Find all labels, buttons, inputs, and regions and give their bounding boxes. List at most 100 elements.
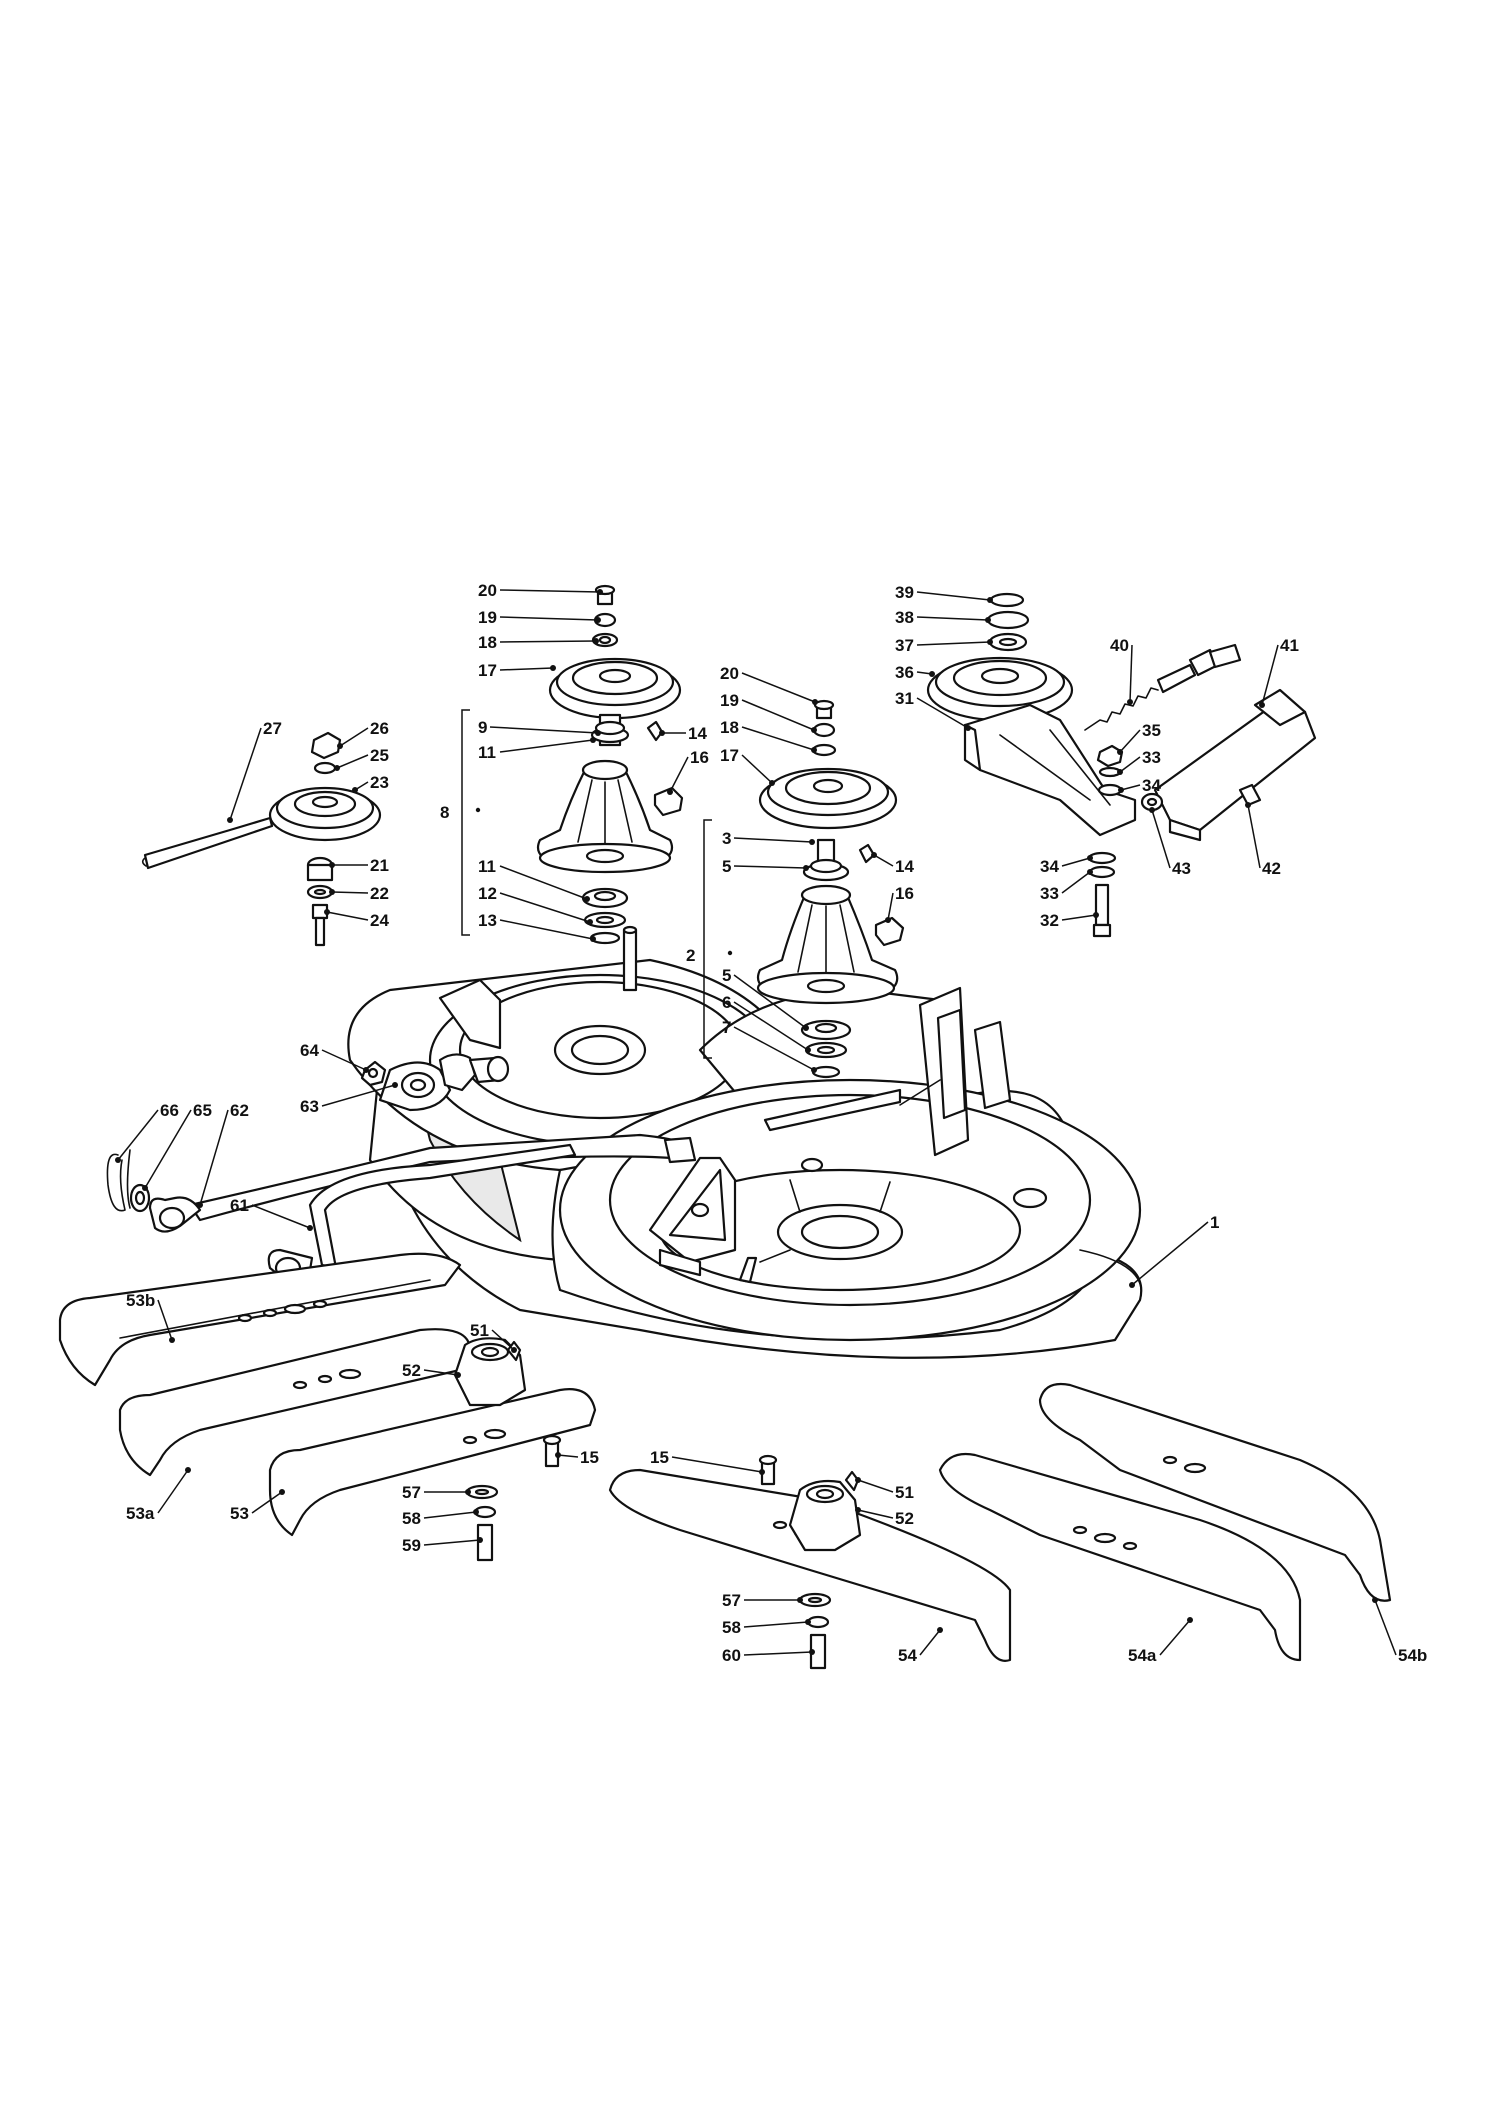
callout-number: 17 [720,746,739,765]
leader-dot [587,919,593,925]
leader-line [733,1001,809,1051]
callout-c34a: 34 [1118,776,1161,795]
callout-number: 36 [895,663,914,682]
callout-c60: 60 [722,1646,815,1665]
leader-dot [985,617,991,623]
callout-c23: 23 [352,773,389,793]
callout-c66: 66 [115,1101,179,1163]
leader-line [326,911,369,921]
leader-line [733,974,807,1029]
callout-c31: 31 [895,689,971,731]
leader-line [499,739,594,753]
callout-c43: 43 [1149,807,1191,878]
callout-number: 51 [470,1321,489,1340]
callout-number: 59 [402,1536,421,1555]
leader-dot [597,589,603,595]
callout-c54b: 54b [1372,1597,1427,1665]
tensioner-group [926,592,1317,938]
callout-number: 53a [126,1504,155,1523]
leader-dot [555,1452,561,1458]
callout-number: 60 [722,1646,741,1665]
leader-dot [1118,787,1124,793]
callout-c14a: 14 [659,724,707,743]
callout-c5b: 5 [722,966,809,1031]
leader-line [743,1651,813,1656]
callout-c2: 2 [686,946,695,965]
leader-line [251,1204,311,1229]
callout-c62: 62 [197,1101,249,1208]
callout-c7: 7 [722,1018,817,1073]
leader-dot [769,780,775,786]
callout-number: 66 [160,1101,179,1120]
callout-c53b: 53b [126,1291,175,1343]
leader-dot [803,1025,809,1031]
leader-dot [142,1185,148,1191]
callout-c5a: 5 [722,857,809,876]
leader-dot [550,665,556,671]
right-blades [608,1382,1392,1670]
callout-c11b: 11 [478,857,590,902]
callout-number: 38 [895,608,914,627]
callout-c54a: 54a [1128,1617,1193,1665]
callout-number: 61 [230,1196,249,1215]
leader-dot [227,817,233,823]
leader-dot [1087,869,1093,875]
leader-line [321,1049,367,1071]
callout-c54: 54 [898,1627,943,1665]
leader-dot [803,865,809,871]
callout-number: 58 [402,1509,421,1528]
callout-number: 5 [722,857,731,876]
callout-number: 9 [478,718,487,737]
callout-c32: 32 [1040,911,1099,930]
callout-number: 51 [895,1483,914,1502]
leader-line [857,1509,894,1519]
callout-number: 34 [1142,776,1161,795]
callout-number: 41 [1280,636,1299,655]
callout-c42: 42 [1245,802,1281,878]
leader-line [499,616,599,621]
leader-dot [805,1047,811,1053]
leader-line [733,865,807,869]
leader-line [741,699,815,731]
callout-number: 65 [193,1101,212,1120]
leader-line [916,616,989,621]
leader-line [916,697,969,729]
callout-c6: 6 [722,993,811,1053]
leader-line [671,1456,763,1473]
leader-dot [115,1157,121,1163]
callout-number: 43 [1172,859,1191,878]
leader-line [251,1491,283,1514]
callout-number: 26 [370,719,389,738]
leader-dot [987,597,993,603]
leader-line [741,672,816,703]
callout-number: 39 [895,583,914,602]
leader-dot [329,862,335,868]
callout-number: 18 [720,718,739,737]
leader-line [423,1369,459,1376]
leader-dot [324,909,330,915]
leader-dot [987,639,993,645]
leader-line [489,726,599,734]
callout-c9: 9 [478,718,601,737]
callout-c61: 61 [230,1196,313,1231]
callout-number: 64 [300,1041,319,1060]
leader-dot [1117,769,1123,775]
callout-number: 53 [230,1504,249,1523]
leader-line [199,1109,229,1206]
callout-number: 25 [370,746,389,765]
leader-dot [805,1619,811,1625]
callout-c16b: 16 [885,884,914,923]
callout-number: 32 [1040,911,1059,930]
leader-dot [329,889,335,895]
leader-line [669,756,689,793]
leader-line [499,589,601,593]
callout-c33b: 33 [1040,869,1093,903]
leader-line [1131,1221,1209,1286]
callout-number: 5 [722,966,731,985]
leader-line [1061,857,1091,867]
callout-c19b: 19 [720,691,817,733]
leader-line [1374,1599,1397,1656]
leader-dot [667,789,673,795]
